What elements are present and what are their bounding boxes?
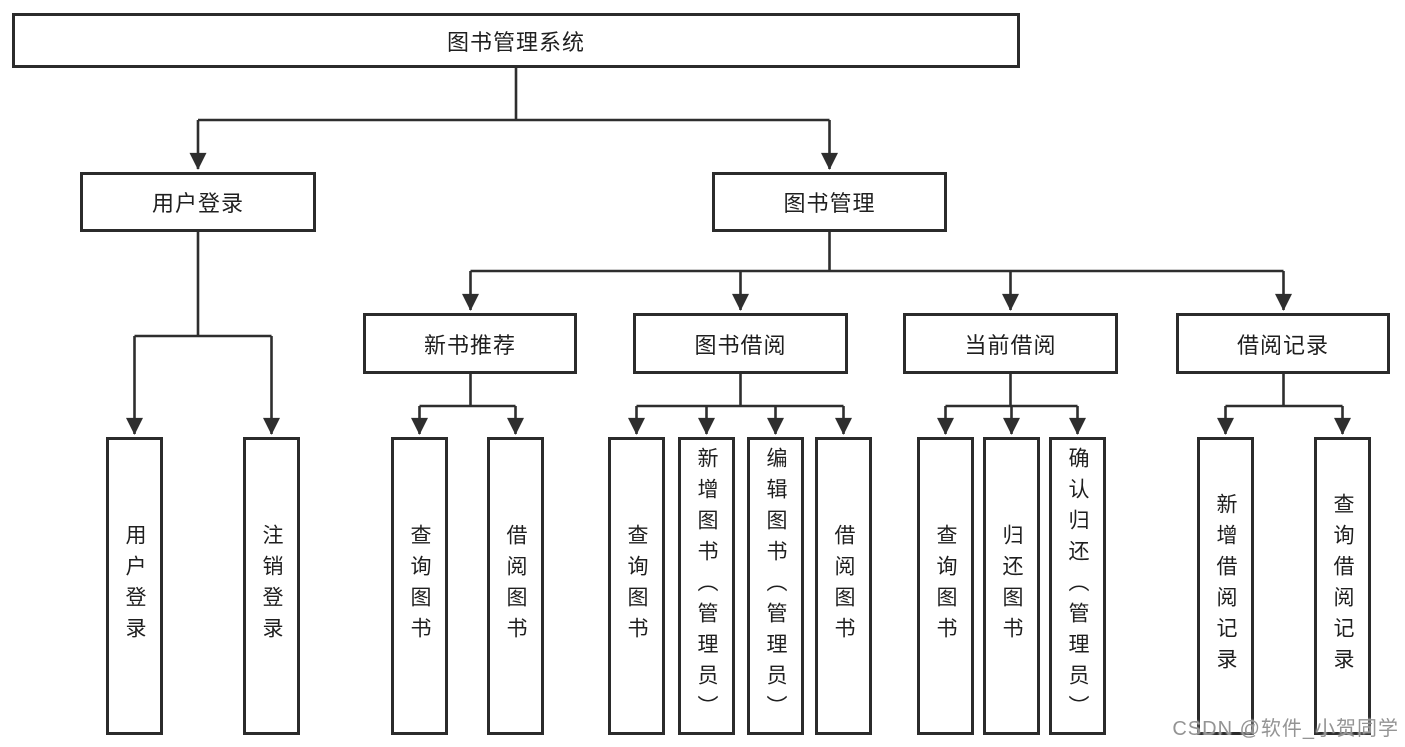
leaf-edit-book-admin: 编辑图书（管理员）	[747, 437, 804, 735]
leaf-add-book-admin: 新增图书（管理员）	[678, 437, 735, 735]
leaf-logout: 注销登录	[243, 437, 300, 735]
node-root-system: 图书管理系统	[12, 13, 1020, 68]
node-new-book-recommend: 新书推荐	[363, 313, 577, 374]
csdn-watermark: CSDN @软件_小贺同学	[1172, 718, 1399, 740]
node-user-login-branch: 用户登录	[80, 172, 316, 232]
node-current-borrow: 当前借阅	[903, 313, 1118, 374]
node-borrow-records: 借阅记录	[1176, 313, 1390, 374]
leaf-confirm-return-admin: 确认归还（管理员）	[1049, 437, 1106, 735]
leaf-query-book-current: 查询图书	[917, 437, 974, 735]
leaf-borrow-book-recommend: 借阅图书	[487, 437, 544, 735]
leaf-user-login: 用户登录	[106, 437, 163, 735]
leaf-add-borrow-record: 新增借阅记录	[1197, 437, 1254, 735]
leaf-borrow-book: 借阅图书	[815, 437, 872, 735]
leaf-query-book-borrow: 查询图书	[608, 437, 665, 735]
leaf-return-book: 归还图书	[983, 437, 1040, 735]
node-book-management-branch: 图书管理	[712, 172, 947, 232]
leaf-query-book-recommend: 查询图书	[391, 437, 448, 735]
leaf-query-borrow-record: 查询借阅记录	[1314, 437, 1371, 735]
node-book-borrow: 图书借阅	[633, 313, 848, 374]
